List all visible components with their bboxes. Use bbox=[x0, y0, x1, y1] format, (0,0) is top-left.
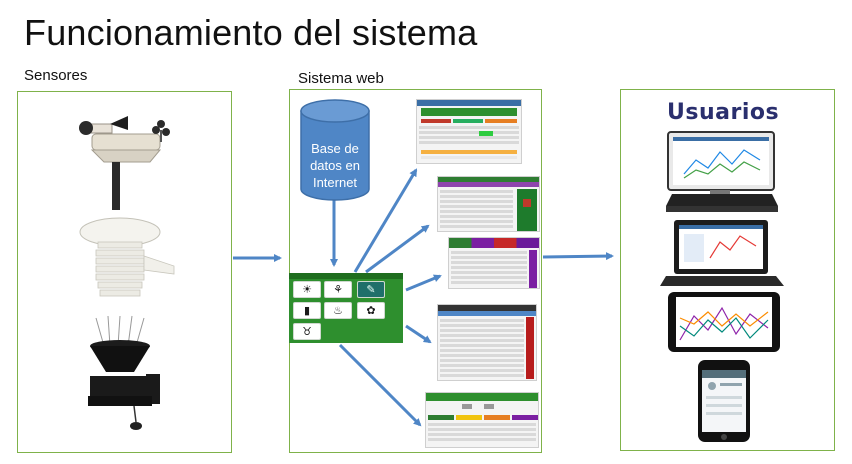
database-label-line-3: Internet bbox=[312, 175, 358, 190]
database-label-line-1: Base de bbox=[311, 141, 359, 156]
arrow-dashboard-to-screen-4 bbox=[405, 324, 432, 344]
user-devices-illustration bbox=[660, 131, 784, 442]
database-label-line-2: datos en bbox=[310, 158, 360, 173]
database-label: Base de datos en Internet bbox=[300, 140, 370, 191]
bull-icon[interactable]: ♉ bbox=[293, 323, 321, 340]
web-system-label: Sistema web bbox=[298, 70, 384, 87]
dashboard-screen: ☀ ⚘ ✎ ▮ ♨ ✿ ♉ bbox=[289, 273, 403, 343]
arrow-web-to-users bbox=[542, 252, 614, 261]
flow-arrows bbox=[233, 168, 614, 427]
sensors-illustration bbox=[79, 116, 175, 430]
rain-gauge-icon bbox=[88, 315, 160, 430]
leaf-teal-icon[interactable]: ✎ bbox=[357, 281, 385, 298]
flame-icon[interactable]: ♨ bbox=[324, 302, 352, 319]
screen-thumbnail-5 bbox=[425, 392, 539, 448]
seedling-icon[interactable]: ⚘ bbox=[324, 281, 352, 298]
sun-icon[interactable]: ☀ bbox=[293, 281, 321, 298]
page-title: Funcionamiento del sistema bbox=[24, 12, 478, 53]
radiation-shield-icon bbox=[79, 217, 175, 297]
users-label: Usuarios bbox=[667, 100, 780, 125]
dashboard-header bbox=[289, 273, 403, 279]
sprout-icon[interactable]: ✿ bbox=[357, 302, 385, 319]
arrow-dashboard-to-screen-3 bbox=[405, 274, 442, 292]
screen-thumbnail-2 bbox=[437, 176, 540, 232]
laptop-icon bbox=[660, 220, 784, 286]
smartphone-icon bbox=[698, 360, 750, 442]
screen-thumbnail-1 bbox=[416, 99, 522, 164]
sensors-label: Sensores bbox=[24, 67, 88, 84]
desktop-computer-icon bbox=[666, 131, 778, 212]
arrow-dashboard-to-screen-5 bbox=[338, 343, 422, 427]
tablet-icon bbox=[668, 292, 780, 352]
screen-thumbnail-4 bbox=[437, 304, 537, 381]
anemometer-icon bbox=[79, 116, 170, 210]
signal-bars-icon[interactable]: ▮ bbox=[293, 302, 321, 319]
arrow-dashboard-to-screen-1 bbox=[353, 168, 418, 273]
database-icon bbox=[300, 99, 370, 201]
screen-thumbnail-3 bbox=[448, 237, 540, 289]
arrow-dashboard-to-screen-2 bbox=[365, 224, 430, 274]
